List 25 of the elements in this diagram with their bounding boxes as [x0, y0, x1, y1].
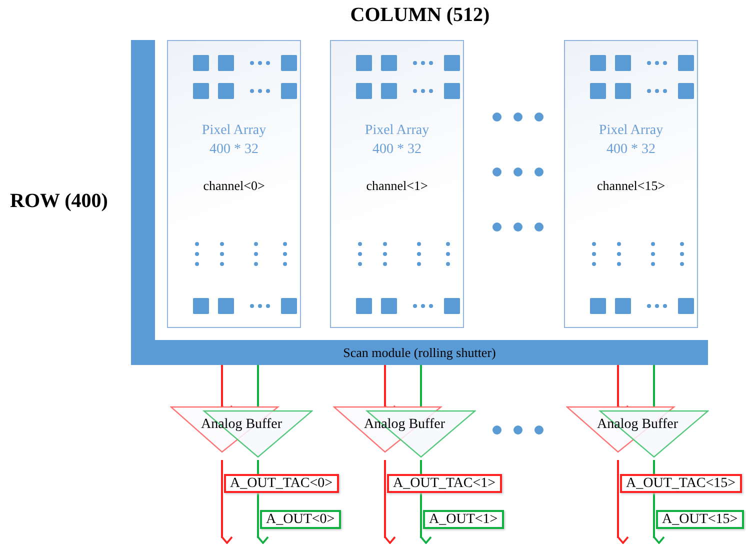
channel-name: channel<0> — [202, 178, 266, 194]
signal-label: A_OUT_TAC<1> — [387, 474, 502, 493]
signal-label: A_OUT_TAC<15> — [620, 474, 742, 493]
channel-name: channel<15> — [596, 178, 666, 194]
signal-label: A_OUT<1> — [423, 510, 504, 529]
signal-label: A_OUT_TAC<0> — [224, 474, 339, 493]
array-title: Pixel Array 400 * 32 — [598, 122, 664, 159]
buffer-triangle — [170, 405, 313, 458]
arrow — [617, 460, 629, 544]
buffer-triangle — [566, 405, 709, 458]
scan-module-band — [131, 40, 708, 365]
signal-label: A_OUT<15> — [656, 510, 744, 529]
pixel-array-panel — [167, 40, 301, 328]
pixel-array-panel — [564, 40, 698, 328]
buffer-triangle — [333, 405, 476, 458]
pixel-array-panel — [330, 40, 464, 328]
arrow — [221, 460, 233, 544]
array-title: Pixel Array 400 * 32 — [364, 122, 430, 159]
row-label: ROW (400) — [10, 190, 108, 213]
array-title: Pixel Array 400 * 32 — [200, 122, 268, 159]
diagram-title: COLUMN (512) — [349, 4, 491, 27]
channel-name: channel<1> — [365, 178, 429, 194]
signal-label: A_OUT<0> — [260, 510, 341, 529]
arrow — [384, 460, 396, 544]
band-label: Scan module (rolling shutter) — [342, 345, 497, 361]
